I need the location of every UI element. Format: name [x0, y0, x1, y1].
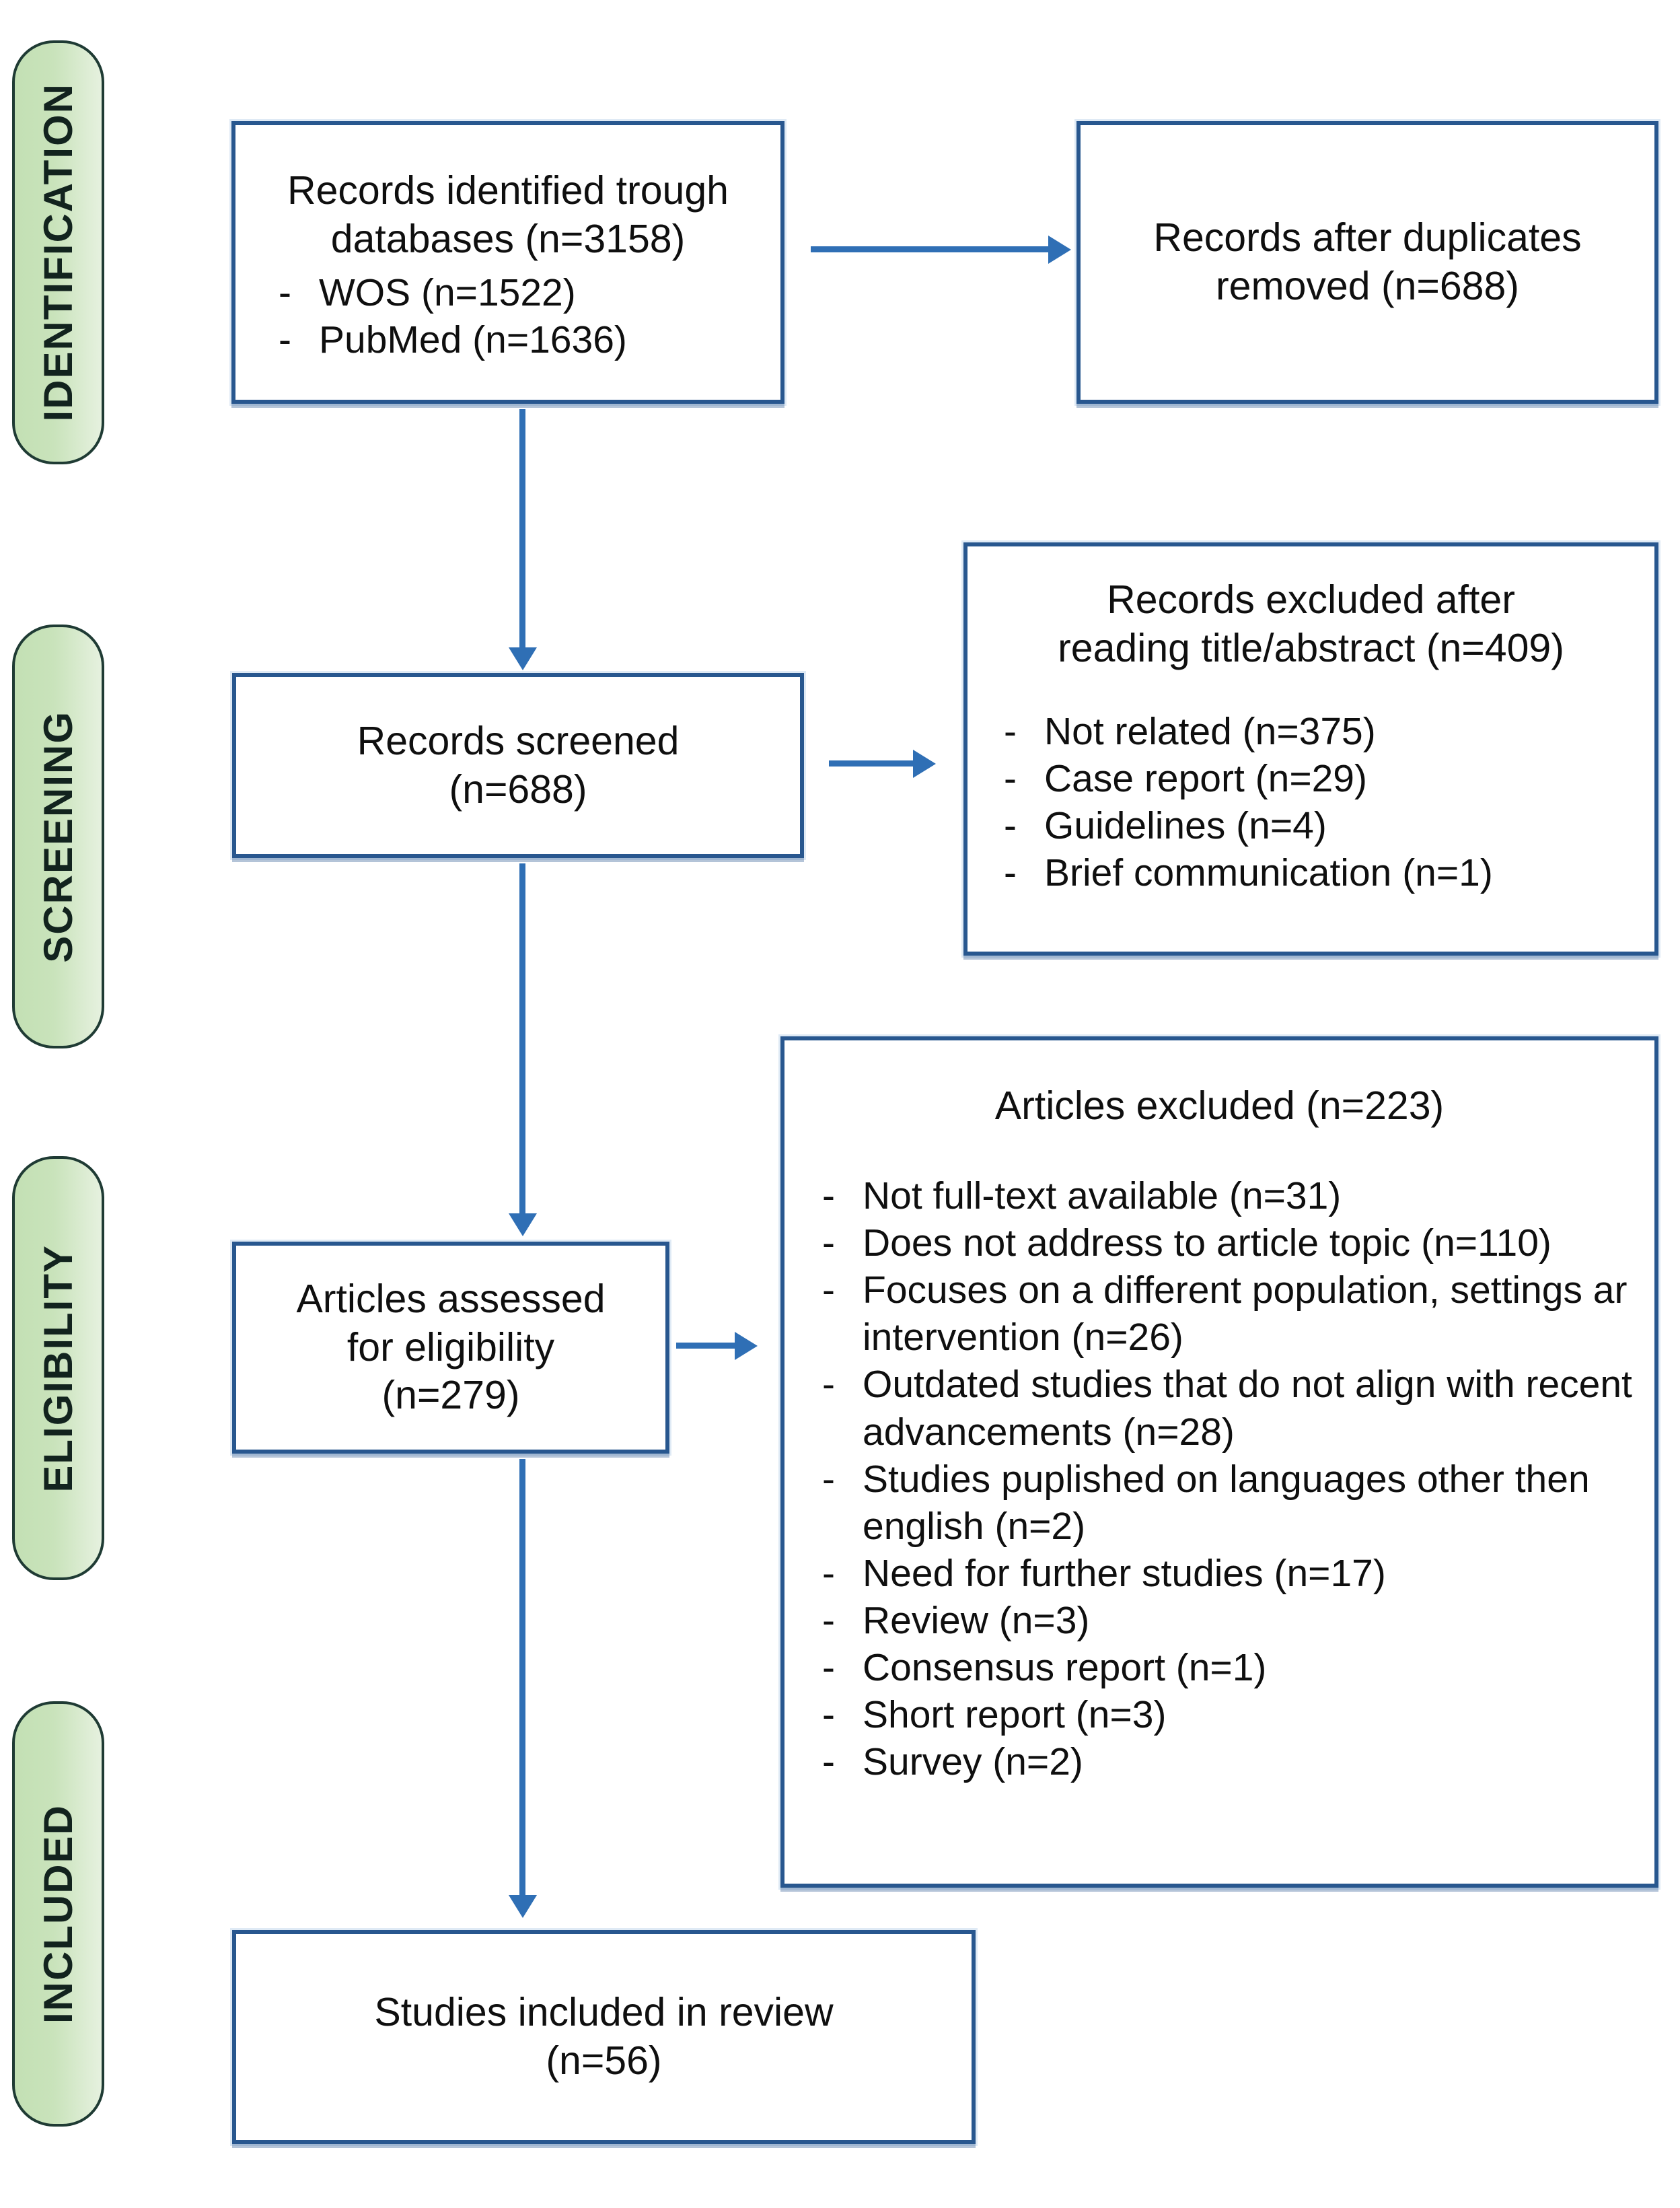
list-item: Does not address to article topic (n=110…: [806, 1219, 1654, 1267]
stage-label-identification: IDENTIFICATION: [12, 40, 104, 464]
arrow-identified-to-duplicates: [1048, 236, 1071, 264]
arrow-assessed-to-included: [509, 1895, 537, 1918]
arrow-identified-to-screened: [509, 647, 537, 670]
list-item: Case report (n=29): [988, 755, 1654, 802]
stage-label-eligibility-text: ELIGIBILITY: [36, 1244, 81, 1493]
list-item: Studies puplished on languages other the…: [806, 1456, 1654, 1550]
list-item: Consensus report (n=1): [806, 1644, 1654, 1691]
records-screened-title: Records screened (n=688): [357, 718, 680, 812]
connector-identified-to-screened: [519, 409, 525, 653]
articles-excluded-reason-list: Not full-text available (n=31) Does not …: [784, 1172, 1654, 1786]
list-item: Not related (n=375): [988, 708, 1654, 755]
stage-label-eligibility: ELIGIBILITY: [12, 1156, 104, 1580]
stage-label-included: INCLUDED: [12, 1701, 104, 2127]
list-item: Guidelines (n=4): [988, 802, 1654, 849]
box-articles-assessed: Articles assessed for eligibility (n=279…: [232, 1242, 669, 1454]
list-item: Survey (n=2): [806, 1738, 1654, 1785]
stage-label-screening-text: SCREENING: [36, 710, 81, 963]
box-records-after-duplicates: Records after duplicates removed (n=688): [1076, 121, 1658, 404]
list-item: Need for further studies (n=17): [806, 1550, 1654, 1597]
list-item: WOS (n=1522): [262, 269, 780, 316]
stage-label-identification-text: IDENTIFICATION: [36, 83, 81, 422]
stage-label-included-text: INCLUDED: [36, 1804, 81, 2024]
connector-identified-to-duplicates: [811, 246, 1050, 252]
connector-assessed-to-excluded: [676, 1343, 737, 1349]
list-item: Brief communication (n=1): [988, 849, 1654, 896]
arrow-assessed-to-excluded: [735, 1332, 758, 1360]
box-records-identified: Records identified trough databases (n=3…: [231, 121, 784, 404]
records-after-duplicates-title: Records after duplicates removed (n=688): [1153, 215, 1582, 308]
list-item: Outdated studies that do not align with …: [806, 1361, 1654, 1455]
box-studies-included: Studies included in review (n=56): [232, 1930, 976, 2144]
list-item: Short report (n=3): [806, 1691, 1654, 1738]
records-excluded-title: Records excluded after reading title/abs…: [1058, 577, 1564, 670]
arrow-screened-to-excluded: [913, 750, 936, 778]
arrow-screened-to-assessed: [509, 1213, 537, 1236]
box-articles-excluded: Articles excluded (n=223) Not full-text …: [780, 1036, 1658, 1888]
records-identified-source-list: WOS (n=1522) PubMed (n=1636): [235, 269, 780, 363]
box-records-excluded: Records excluded after reading title/abs…: [963, 542, 1658, 956]
articles-assessed-title: Articles assessed for eligibility (n=279…: [296, 1276, 606, 1418]
box-records-screened: Records screened (n=688): [232, 673, 804, 858]
stage-label-screening: SCREENING: [12, 625, 104, 1048]
records-excluded-reason-list: Not related (n=375) Case report (n=29) G…: [967, 708, 1654, 897]
articles-excluded-title: Articles excluded (n=223): [994, 1083, 1445, 1128]
list-item: Not full-text available (n=31): [806, 1172, 1654, 1219]
records-identified-title: Records identified trough databases (n=3…: [287, 168, 729, 261]
connector-assessed-to-included: [519, 1459, 525, 1900]
studies-included-title: Studies included in review (n=56): [374, 1990, 834, 2083]
list-item: Review (n=3): [806, 1597, 1654, 1644]
list-item: PubMed (n=1636): [262, 316, 780, 363]
list-item: Focuses on a different population, setti…: [806, 1267, 1654, 1361]
connector-screened-to-assessed: [519, 863, 525, 1219]
connector-screened-to-excluded: [829, 760, 915, 767]
